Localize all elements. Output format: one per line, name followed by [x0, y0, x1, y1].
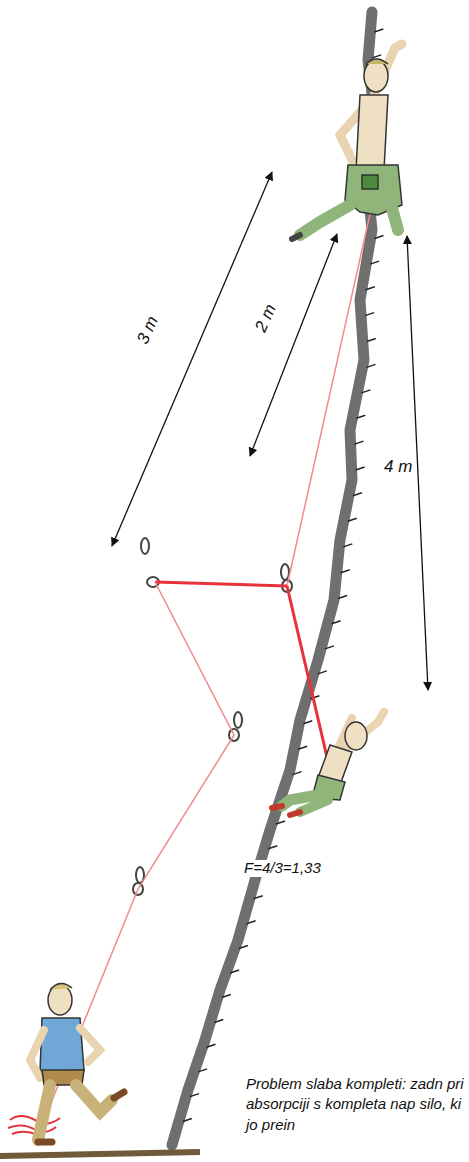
dimension-label: 2 m [251, 299, 281, 336]
wall-tick [356, 467, 365, 470]
wall-tick [230, 970, 239, 973]
wall-tick [303, 721, 312, 724]
wall-tick [365, 313, 374, 316]
wall-tick [372, 55, 381, 58]
wall-tick [222, 995, 231, 998]
wall-tick [375, 236, 384, 239]
wall-tick [341, 570, 350, 573]
wall-tick [325, 646, 334, 649]
wall-tick [367, 364, 376, 367]
wall-tick [374, 29, 383, 32]
quickdraws [133, 538, 292, 895]
wall-tick [183, 1119, 192, 1122]
wall-tick [348, 518, 357, 521]
leading-climber [292, 44, 402, 239]
wall-tick [198, 1069, 207, 1072]
dimension-label: 4 m [382, 458, 414, 477]
wall-tick [338, 596, 347, 599]
wall-tick [214, 1019, 223, 1022]
wall-tick [298, 746, 307, 749]
wall-tick [355, 441, 364, 444]
wall-tick [207, 1044, 216, 1047]
wall-tick [276, 821, 285, 824]
dimension-arrows [112, 172, 428, 690]
wall-tick [332, 621, 341, 624]
wall-tick [190, 1094, 199, 1097]
falling-climber [272, 712, 384, 815]
wall-tick [268, 846, 277, 849]
wall-tick [361, 390, 370, 393]
ground [0, 1152, 200, 1156]
caption-note: Problem slaba kompleti: zadn pri absorpc… [246, 1074, 464, 1135]
wall-tick [292, 772, 301, 775]
wall-tick [239, 946, 248, 949]
wall-tick [356, 415, 365, 418]
wall-tick [353, 493, 362, 496]
wall-tick [343, 544, 352, 547]
wall-tick [247, 921, 256, 924]
wall-tick [366, 287, 375, 290]
force-label: F=4/3=1,33 [242, 860, 323, 877]
wall-tick [254, 896, 263, 899]
dimension-label: 3 m [133, 311, 163, 348]
rock-wall [172, 12, 374, 1145]
wall-tick [367, 339, 376, 342]
belayer [30, 983, 124, 1142]
rope [8, 205, 372, 1135]
wall-tick [318, 671, 327, 674]
wall-tick [370, 261, 379, 264]
